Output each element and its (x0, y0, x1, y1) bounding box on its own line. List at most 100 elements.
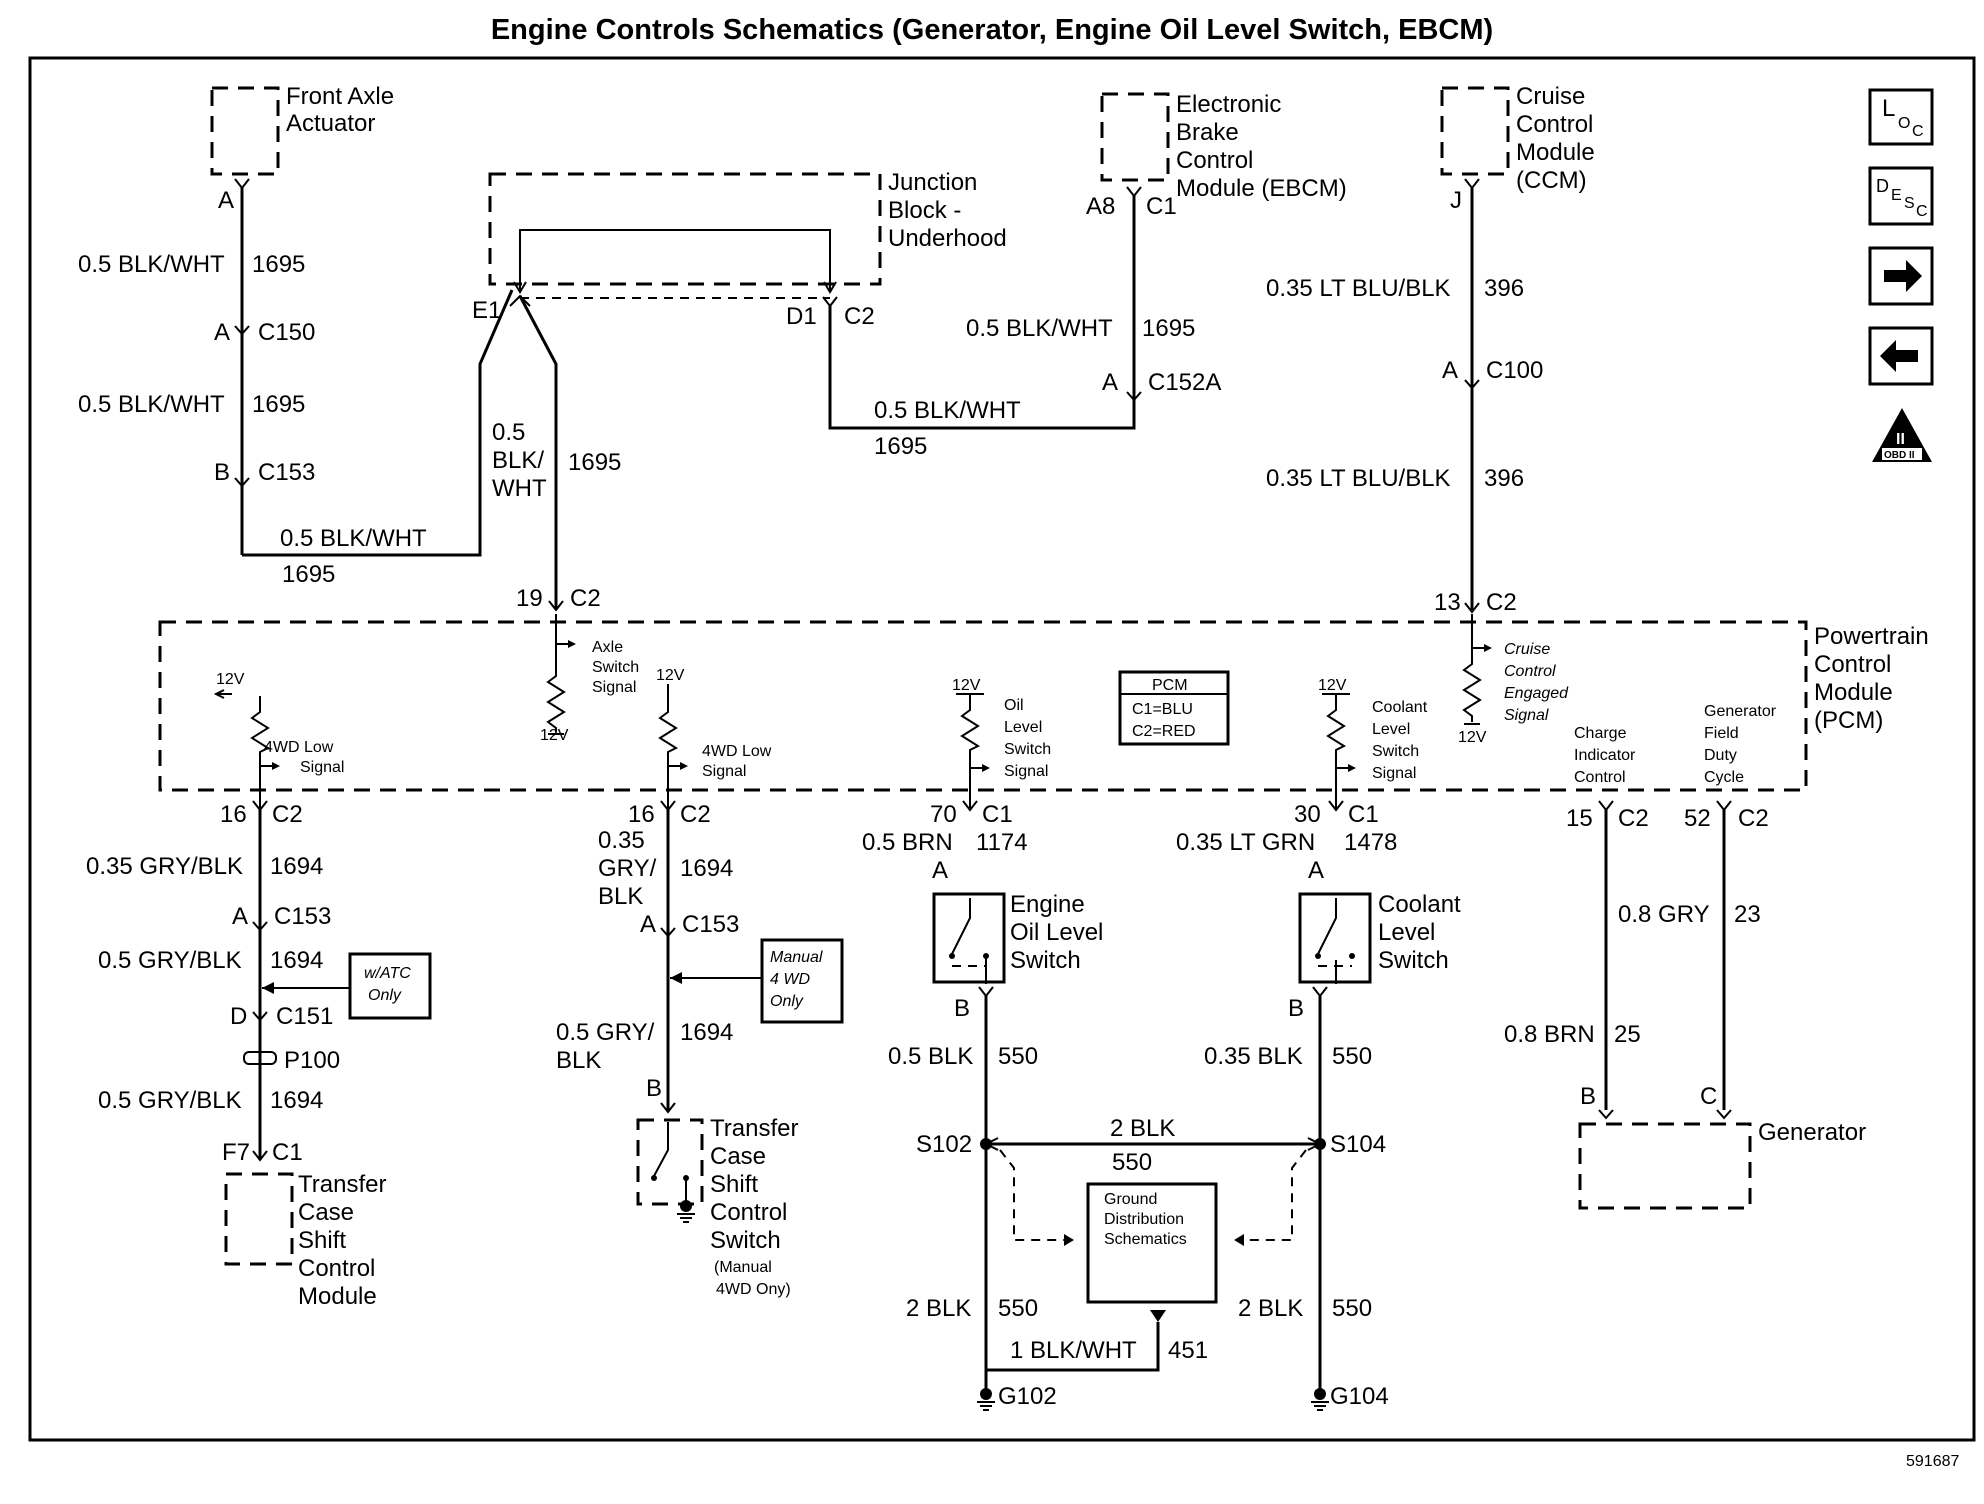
desc-icon[interactable]: D E S C (1868, 166, 1934, 226)
svg-text:D: D (1876, 176, 1889, 196)
svg-text:1174: 1174 (976, 829, 1028, 856)
svg-text:A: A (932, 857, 948, 884)
svg-text:w/ATC Only: w/ATC Only (364, 965, 415, 1004)
svg-text:Oil Level Switch S: Oil Level Switch Signal (1004, 697, 1056, 780)
svg-text:0.5 BLK/ WHT: 0.5 BLK/ WHT (492, 419, 551, 502)
svg-text:B: B (954, 995, 970, 1022)
svg-text:0.5 BLK/WHT: 0.5 BLK/WHT (966, 315, 1113, 342)
svg-text:S104: S104 (1330, 1131, 1386, 1158)
transfer-case-shift-switch (636, 1118, 704, 1223)
svg-text:A: A (1442, 357, 1458, 384)
svg-text:Cruise Control Engaged: Cruise Control Engaged Signal (1504, 641, 1573, 724)
svg-text:P100: P100 (284, 1047, 340, 1074)
svg-text:0.35 BLK: 0.35 BLK (1204, 1043, 1303, 1070)
svg-text:E: E (1891, 187, 1902, 204)
svg-text:A: A (1308, 857, 1324, 884)
wire-1695-to-pcm (518, 295, 558, 610)
svg-text:B: B (214, 459, 230, 486)
svg-text:1694: 1694 (270, 1087, 323, 1114)
svg-text:C153: C153 (274, 903, 331, 930)
svg-text:1694: 1694 (270, 947, 323, 974)
svg-text:2 BLK: 2 BLK (1238, 1295, 1303, 1322)
svg-text:D1: D1 (786, 303, 817, 330)
svg-text:12V: 12V (656, 667, 685, 684)
svg-text:C2: C2 (570, 585, 601, 612)
svg-text:B: B (646, 1075, 662, 1102)
svg-text:Ground Distribution: Ground Distribution Schematics (1104, 1191, 1188, 1248)
transfer-switch-label: Transfer Case Shift Control Switch (710, 1115, 805, 1254)
svg-text:550: 550 (1332, 1295, 1372, 1322)
svg-text:16: 16 (220, 801, 247, 828)
svg-text:16: 16 (628, 801, 655, 828)
pcm-connector-legend: PCM C1=BLU C2=RED (1118, 670, 1230, 746)
svg-text:1478: 1478 (1344, 829, 1397, 856)
svg-text:13: 13 (1434, 589, 1461, 616)
svg-text:1694: 1694 (680, 855, 733, 882)
svg-text:0.35 LT GRN: 0.35 LT GRN (1176, 829, 1315, 856)
prev-arrow-icon[interactable] (1868, 326, 1934, 386)
svg-text:F7: F7 (222, 1139, 250, 1166)
svg-text:C2: C2 (1486, 589, 1517, 616)
svg-text:12V: 12V (216, 671, 245, 688)
wire-451 (986, 1322, 1160, 1372)
svg-text:12V: 12V (1458, 729, 1487, 746)
svg-text:0.5 BLK: 0.5 BLK (888, 1043, 973, 1070)
svg-text:Charge Indicator Contr: Charge Indicator Control (1574, 725, 1640, 786)
svg-text:0.5 BRN: 0.5 BRN (862, 829, 953, 856)
svg-text:Manual 4 WD Only: Manual 4 WD Only (770, 949, 827, 1010)
svg-text:C100: C100 (1486, 357, 1543, 384)
svg-text:12V: 12V (952, 677, 981, 694)
ebcm-label: Electronic Brake Control Module (EBCM) (1176, 91, 1347, 202)
svg-text:0.5 BLK/WHT: 0.5 BLK/WHT (78, 251, 225, 278)
wire-1695-to-ebcm (828, 306, 1136, 430)
splice-s104 (1314, 1138, 1326, 1150)
front-axle-label: Front Axle Actuator (286, 83, 401, 137)
svg-text:C1: C1 (1348, 801, 1379, 828)
pcm-label: Powertrain Control Module (PCM) (1814, 623, 1935, 734)
svg-text:C: C (1700, 1083, 1717, 1110)
manual-4wd-note: Manual 4 WD Only (760, 938, 844, 1024)
svg-text:0.8 BRN: 0.8 BRN (1504, 1021, 1595, 1048)
svg-text:E1: E1 (472, 297, 501, 324)
svg-text:C: C (1916, 203, 1928, 220)
svg-text:30: 30 (1294, 801, 1321, 828)
transfer-case-shift-module (224, 1172, 294, 1266)
junction-block-label: Junction Block - Underhood (888, 169, 1007, 252)
front-axle-actuator (210, 86, 280, 176)
next-arrow-icon[interactable] (1868, 246, 1934, 306)
svg-text:12V: 12V (1318, 677, 1347, 694)
svg-text:D: D (230, 1003, 247, 1030)
svg-text:II: II (1896, 431, 1905, 448)
svg-text:0.5 BLK/WHT: 0.5 BLK/WHT (280, 525, 427, 552)
svg-text:G104: G104 (1330, 1383, 1389, 1410)
svg-text:0.5 BLK/WHT: 0.5 BLK/WHT (78, 391, 225, 418)
svg-text:C152A: C152A (1148, 369, 1221, 396)
svg-text:C153: C153 (258, 459, 315, 486)
obd-ii-icon[interactable]: II OBD II (1872, 408, 1932, 462)
generator (1578, 1122, 1752, 1210)
svg-text:451: 451 (1168, 1337, 1208, 1364)
svg-text:G102: G102 (998, 1383, 1057, 1410)
svg-text:A8: A8 (1086, 193, 1115, 220)
svg-text:4WD Low Signal: 4WD Low Signal (702, 743, 776, 780)
w-atc-note: w/ATC Only (348, 952, 432, 1020)
pcm-module (158, 620, 1808, 792)
svg-text:1694: 1694 (680, 1019, 733, 1046)
svg-text:PCM: PCM (1152, 677, 1188, 694)
ground-distribution-link[interactable]: Ground Distribution Schematics (1086, 1182, 1218, 1304)
loc-icon[interactable]: L O C (1868, 88, 1934, 146)
svg-text:12V: 12V (540, 727, 569, 744)
svg-text:B: B (1288, 995, 1304, 1022)
svg-text:Axle Switch Signal: Axle Switch Signal (592, 639, 644, 696)
svg-text:0.5 GRY/BLK: 0.5 GRY/BLK (98, 947, 242, 974)
svg-text:396: 396 (1484, 465, 1524, 492)
svg-text:A: A (214, 319, 230, 346)
svg-text:19: 19 (516, 585, 543, 612)
svg-text:1694: 1694 (270, 853, 323, 880)
svg-text:0.35 LT BLU/BLK: 0.35 LT BLU/BLK (1266, 465, 1451, 492)
svg-text:C2: C2 (680, 801, 711, 828)
ground-g102 (976, 1387, 996, 1411)
svg-text:L: L (1882, 95, 1895, 122)
svg-text:C1: C1 (982, 801, 1013, 828)
svg-text:C2: C2 (1618, 805, 1649, 832)
